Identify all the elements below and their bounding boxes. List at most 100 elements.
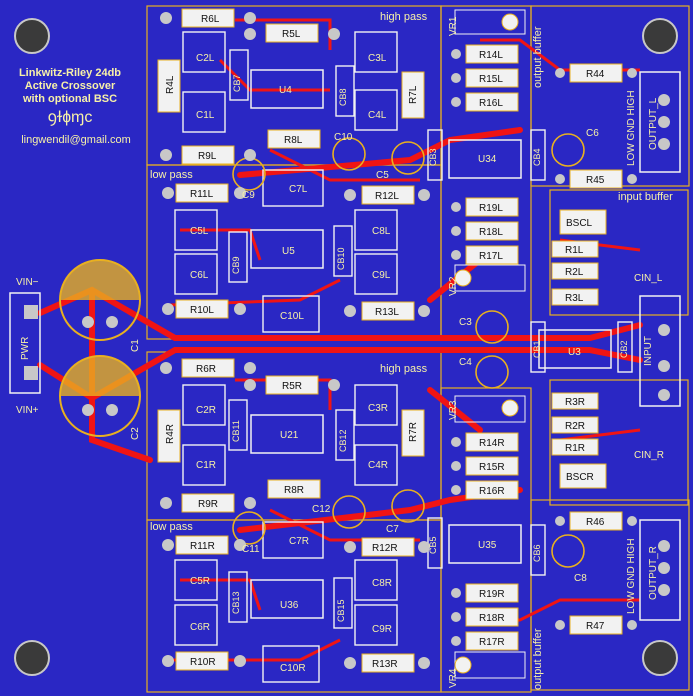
bscr-label: BSCR	[566, 472, 594, 483]
high-pass-label-r: high pass	[380, 363, 428, 375]
r3l-label: R3L	[565, 293, 584, 304]
cb6-label: CB6	[532, 544, 542, 562]
u35-label: U35	[478, 540, 497, 551]
low-pass-label-l: low pass	[150, 169, 193, 181]
title-block: Linkwitz-Riley 24db Active Crossover wit…	[19, 67, 131, 146]
c7r-label: C7R	[289, 536, 309, 547]
output-r-label: OUTPUT_R	[648, 546, 659, 600]
r11l-label: R11L	[190, 189, 214, 200]
vr4-label: VR4	[448, 668, 459, 688]
vr1-label: VR1	[448, 16, 459, 36]
c2-capacitor	[59, 355, 141, 437]
r9l-label: R9L	[198, 151, 217, 162]
io-connectors	[639, 71, 681, 621]
c10l-label: C10L	[280, 311, 304, 322]
output-l-label: OUTPUT_L	[648, 97, 659, 150]
c10-label: C10	[334, 132, 353, 143]
r5l-label: R5L	[282, 29, 301, 40]
c8r-label: C8R	[372, 578, 392, 589]
r10l-label: R10L	[190, 305, 214, 316]
c1r-label: C1R	[196, 460, 216, 471]
title-line3: with optional BSC	[22, 93, 117, 105]
input-label: INPUT	[643, 336, 654, 366]
c12-label: C12	[312, 504, 331, 515]
section-outlines	[146, 5, 690, 693]
u5-label: U5	[282, 246, 295, 257]
mounting-holes	[14, 18, 678, 676]
c2l-label: C2L	[196, 53, 215, 64]
c1-label: C1	[130, 339, 141, 352]
r44-label: R44	[586, 69, 605, 80]
r45-label: R45	[586, 175, 605, 186]
cb4-label: CB4	[532, 148, 542, 166]
vin-minus-label: VIN−	[16, 277, 39, 288]
c2r-label: C2R	[196, 405, 216, 416]
c5-label: C5	[376, 170, 389, 181]
u34-label: U34	[478, 154, 497, 165]
r19l-label: R19L	[479, 203, 503, 214]
r14l-label: R14L	[479, 50, 503, 61]
r2l-label: R2L	[565, 267, 584, 278]
trimmers	[454, 9, 526, 679]
r17l-label: R17L	[479, 251, 503, 262]
u36-label: U36	[280, 600, 299, 611]
c4r-label: C4R	[368, 460, 388, 471]
low-pass-label-r: low pass	[150, 521, 193, 533]
r9r-label: R9R	[198, 499, 218, 510]
u21-label: U21	[280, 430, 299, 441]
c3l-label: C3L	[368, 53, 387, 64]
r13r-label: R13R	[372, 659, 398, 670]
c1l-label: C1L	[196, 110, 215, 121]
input-buffer-label: input buffer	[618, 191, 673, 203]
r1l-label: R1L	[565, 245, 584, 256]
c7-label: C7	[386, 524, 399, 535]
low-gnd-high-label-bottom: LOW GND HIGH	[626, 538, 637, 614]
pwr-label: PWR	[20, 337, 31, 360]
low-gnd-high-label-top: LOW GND HIGH	[626, 90, 637, 166]
cb8-label: CB8	[338, 88, 348, 106]
cb1-label: CB1	[532, 340, 542, 358]
r10r-label: R10R	[190, 657, 216, 668]
c8l-label: C8L	[372, 226, 391, 237]
r16l-label: R16L	[479, 98, 503, 109]
email: lingwendil@gmail.com	[21, 134, 131, 146]
output-buffer-label-bottom: output buffer	[532, 628, 544, 690]
r18l-label: R18L	[479, 227, 503, 238]
vr3-label: VR3	[448, 400, 459, 420]
designators: R6L R5L R4L R9L R8L R7L R11L R10L R12L R…	[165, 14, 605, 670]
cin-r-label: CIN_R	[634, 450, 664, 461]
ic-outlines	[250, 69, 612, 619]
cb15-label: CB15	[336, 599, 346, 622]
cb9-label: CB9	[231, 256, 241, 274]
r47-label: R47	[586, 621, 605, 632]
c1-capacitor	[59, 259, 141, 341]
c8-label: C8	[574, 573, 587, 584]
cb2-label: CB2	[619, 340, 629, 358]
c11-label: C11	[242, 544, 260, 555]
r18r-label: R18R	[479, 613, 505, 624]
r2r-label: R2R	[565, 421, 585, 432]
u3-label: U3	[568, 347, 581, 358]
c6l-label: C6L	[190, 270, 209, 281]
cb3-label: CB3	[428, 148, 438, 166]
cin-l-label: CIN_L	[634, 273, 663, 284]
r1r-label: R1R	[565, 443, 585, 454]
c5r-label: C5R	[190, 576, 210, 587]
r15r-label: R15R	[479, 462, 505, 473]
c2-label: C2	[130, 427, 141, 440]
cb7-label: CB7	[232, 74, 242, 92]
c5l-label: C5L	[190, 226, 209, 237]
cb10-label: CB10	[336, 247, 346, 270]
c4l-label: C4L	[368, 110, 387, 121]
r12r-label: R12R	[372, 543, 398, 554]
r8r-label: R8R	[284, 485, 304, 496]
cb5-label: CB5	[428, 536, 438, 554]
connector-labels: VIN− VIN+ PWR INPUT LOW GND HIGH OUTPUT_…	[16, 90, 664, 614]
r16r-label: R16R	[479, 486, 505, 497]
r19r-label: R19R	[479, 589, 505, 600]
r12l-label: R12L	[375, 191, 399, 202]
r46-label: R46	[586, 517, 605, 528]
r13l-label: R13L	[375, 307, 399, 318]
resistor-bodies	[157, 8, 623, 673]
